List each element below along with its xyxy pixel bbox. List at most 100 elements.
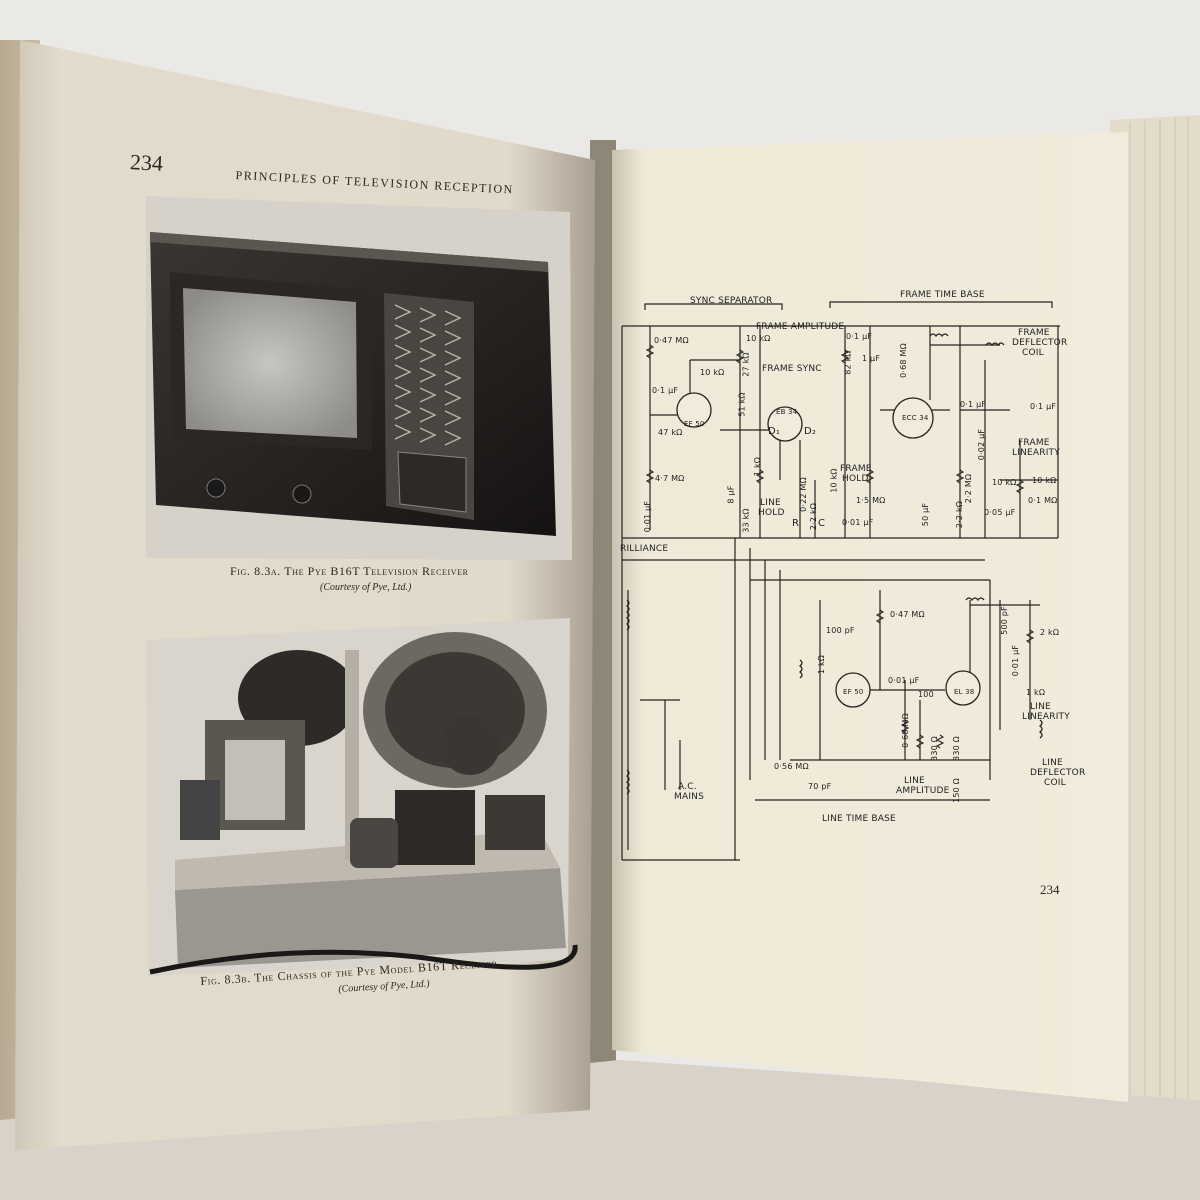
page-stack-right <box>1110 115 1200 1160</box>
comp-c-005uf: 0·05 µF <box>984 508 1016 517</box>
label-sync-separator: SYNC SEPARATOR <box>690 296 773 306</box>
comp-c-001uf-c: 0·01 µF <box>888 676 920 685</box>
comp-r-10k-b: 10 kΩ <box>700 368 725 377</box>
label-frame-amplitude: FRAME AMPLITUDE <box>756 322 845 332</box>
comp-c-001uf-a: 0·01 µF <box>643 500 653 533</box>
comp-r-22m: 2·2 MΩ <box>964 473 974 504</box>
tube-ecc34 <box>892 397 934 439</box>
comp-r-1k-b: 1 kΩ <box>817 654 827 675</box>
label-line-deflector-2: DEFLECTOR <box>1030 768 1086 778</box>
label-frame-linearity-2: LINEARITY <box>1012 448 1060 458</box>
comp-r-2k2: 2·2 kΩ <box>809 502 819 531</box>
comp-r-1k: 1 kΩ <box>753 456 763 477</box>
comp-r-47k: 47 kΩ <box>658 428 683 437</box>
comp-r-10k-a: 10 kΩ <box>746 334 771 343</box>
comp-c-01uf-a: 0·1 µF <box>652 386 679 395</box>
comp-r-330-a: 330 Ω <box>929 736 939 761</box>
label-line-hold-1: LINE <box>760 498 781 508</box>
comp-c-1uf: 1 µF <box>862 354 881 363</box>
tube-label-eb34: EB 34 <box>776 408 798 416</box>
vacuum-tubes <box>676 392 981 708</box>
comp-r-330-b: 330 Ω <box>951 736 961 761</box>
comp-r-068m-b: 0·68 MΩ <box>900 713 910 748</box>
label-frame-time-base: FRAME TIME BASE <box>900 290 985 300</box>
tube-eb34 <box>767 406 803 442</box>
tube-label-ecc34: ECC 34 <box>902 414 929 422</box>
comp-r-27k: 27 kΩ <box>741 352 751 377</box>
label-line-deflector-1: LINE <box>1042 758 1063 768</box>
label-ac-mains-1: A.C. <box>678 782 697 792</box>
comp-d1: D₁ <box>768 426 781 437</box>
label-frame-hold-1: FRAME <box>840 464 872 474</box>
page-stack-lines <box>1129 117 1189 1158</box>
tube-ef50-sync <box>676 392 712 428</box>
book-spine-shadow <box>590 140 616 1140</box>
comp-c-001uf-b: 0·01 µF <box>842 518 874 527</box>
label-frame-linearity-1: FRAME <box>1018 438 1050 448</box>
comp-r-1k-c: 1 kΩ <box>1026 688 1046 697</box>
comp-r-150: 150 Ω <box>951 778 961 803</box>
comp-r-068m-a: 0·68 MΩ <box>898 343 908 378</box>
figure-a-credit: (Courtesy of Pye, Ltd.) <box>320 582 412 593</box>
right-page <box>612 132 1128 1102</box>
photo-chassis <box>146 618 578 976</box>
comp-c-8uf: 8 µF <box>726 485 736 504</box>
comp-c-01uf-d: 0·1 µF <box>1030 402 1057 411</box>
right-page-number: 234 <box>1040 882 1060 897</box>
comp-r-10k-e: 10 kΩ <box>1032 476 1057 485</box>
label-line-linearity-1: LINE <box>1030 702 1051 712</box>
label-frame-sync: FRAME SYNC <box>762 364 822 374</box>
comp-c-100pf: 100 pF <box>826 626 855 635</box>
label-line-hold-2: HOLD <box>758 508 785 518</box>
comp-r-056m: 0·56 MΩ <box>774 762 809 771</box>
comp-r-33k: 33 kΩ <box>741 508 751 533</box>
comp-d2: D₂ <box>804 426 817 437</box>
tube-label-el38: EL 38 <box>954 688 975 696</box>
label-brilliance: RILLIANCE <box>620 544 669 554</box>
label-line-time-base: LINE TIME BASE <box>822 814 896 824</box>
comp-r-047m-b: 0·47 MΩ <box>890 610 925 619</box>
comp-r-100: 100 <box>918 690 934 699</box>
comp-c-002uf: 0·02 µF <box>977 428 987 461</box>
comp-c-022m: 0·22 MΩ <box>798 477 808 512</box>
comp-r-824k: 82 kΩ <box>843 350 853 375</box>
comp-c-label: C <box>818 518 826 529</box>
label-line-amplitude-1: LINE <box>904 776 925 786</box>
comp-r-047m-a: 0·47 MΩ <box>654 336 689 345</box>
tube-el38 <box>945 670 981 706</box>
photo-tv-receiver <box>146 196 572 560</box>
comp-c-01uf-b: 0·1 µF <box>846 332 873 341</box>
comp-r-47m: 4·7 MΩ <box>655 474 685 483</box>
resistor-symbols <box>645 344 1035 749</box>
comp-r-01m: 0·1 MΩ <box>1028 496 1058 505</box>
tube-ef50-line <box>835 672 871 708</box>
comp-r-label: R <box>792 518 800 529</box>
comp-r-22k: 2·2 kΩ <box>955 500 965 529</box>
label-line-deflector-3: COIL <box>1044 778 1066 788</box>
figure-a-caption: Fig. 8.3a. The Pye B16T Television Recei… <box>230 564 469 578</box>
comp-r-10k-d: 10 kΩ <box>992 478 1017 487</box>
circuit-schematic <box>621 301 1060 861</box>
comp-c-500pf: 500 pF <box>999 606 1009 635</box>
comp-r-51k: 51 kΩ <box>737 392 747 417</box>
comp-r-2k: 2 kΩ <box>1040 628 1060 637</box>
coil-symbols <box>625 333 1043 795</box>
comp-r-15m: 1·5 MΩ <box>856 496 886 505</box>
left-page-number: 234 <box>129 149 164 176</box>
comp-c-01uf-c: 0·1 µF <box>960 400 987 409</box>
comp-c-50uf: 50 µF <box>921 502 931 527</box>
label-line-linearity-2: LINEARITY <box>1022 712 1070 722</box>
label-ac-mains-2: MAINS <box>674 792 705 802</box>
comp-c-001uf-d: 0·01 µF <box>1011 644 1021 677</box>
label-frame-deflector-1: FRAME <box>1018 328 1050 338</box>
tv-knob-left <box>206 478 226 498</box>
tv-knob-right <box>292 484 312 504</box>
label-frame-deflector-2: DEFLECTOR <box>1012 338 1068 348</box>
label-frame-hold-2: HOLD <box>842 474 869 484</box>
label-frame-deflector-3: COIL <box>1022 348 1044 358</box>
tube-label-ef50-line: EF 50 <box>843 688 864 696</box>
label-line-amplitude-2: AMPLITUDE <box>896 786 950 796</box>
comp-r-10k-c: 10 kΩ <box>829 468 839 493</box>
tube-label-ef50-sync: EF 50 <box>684 420 705 428</box>
